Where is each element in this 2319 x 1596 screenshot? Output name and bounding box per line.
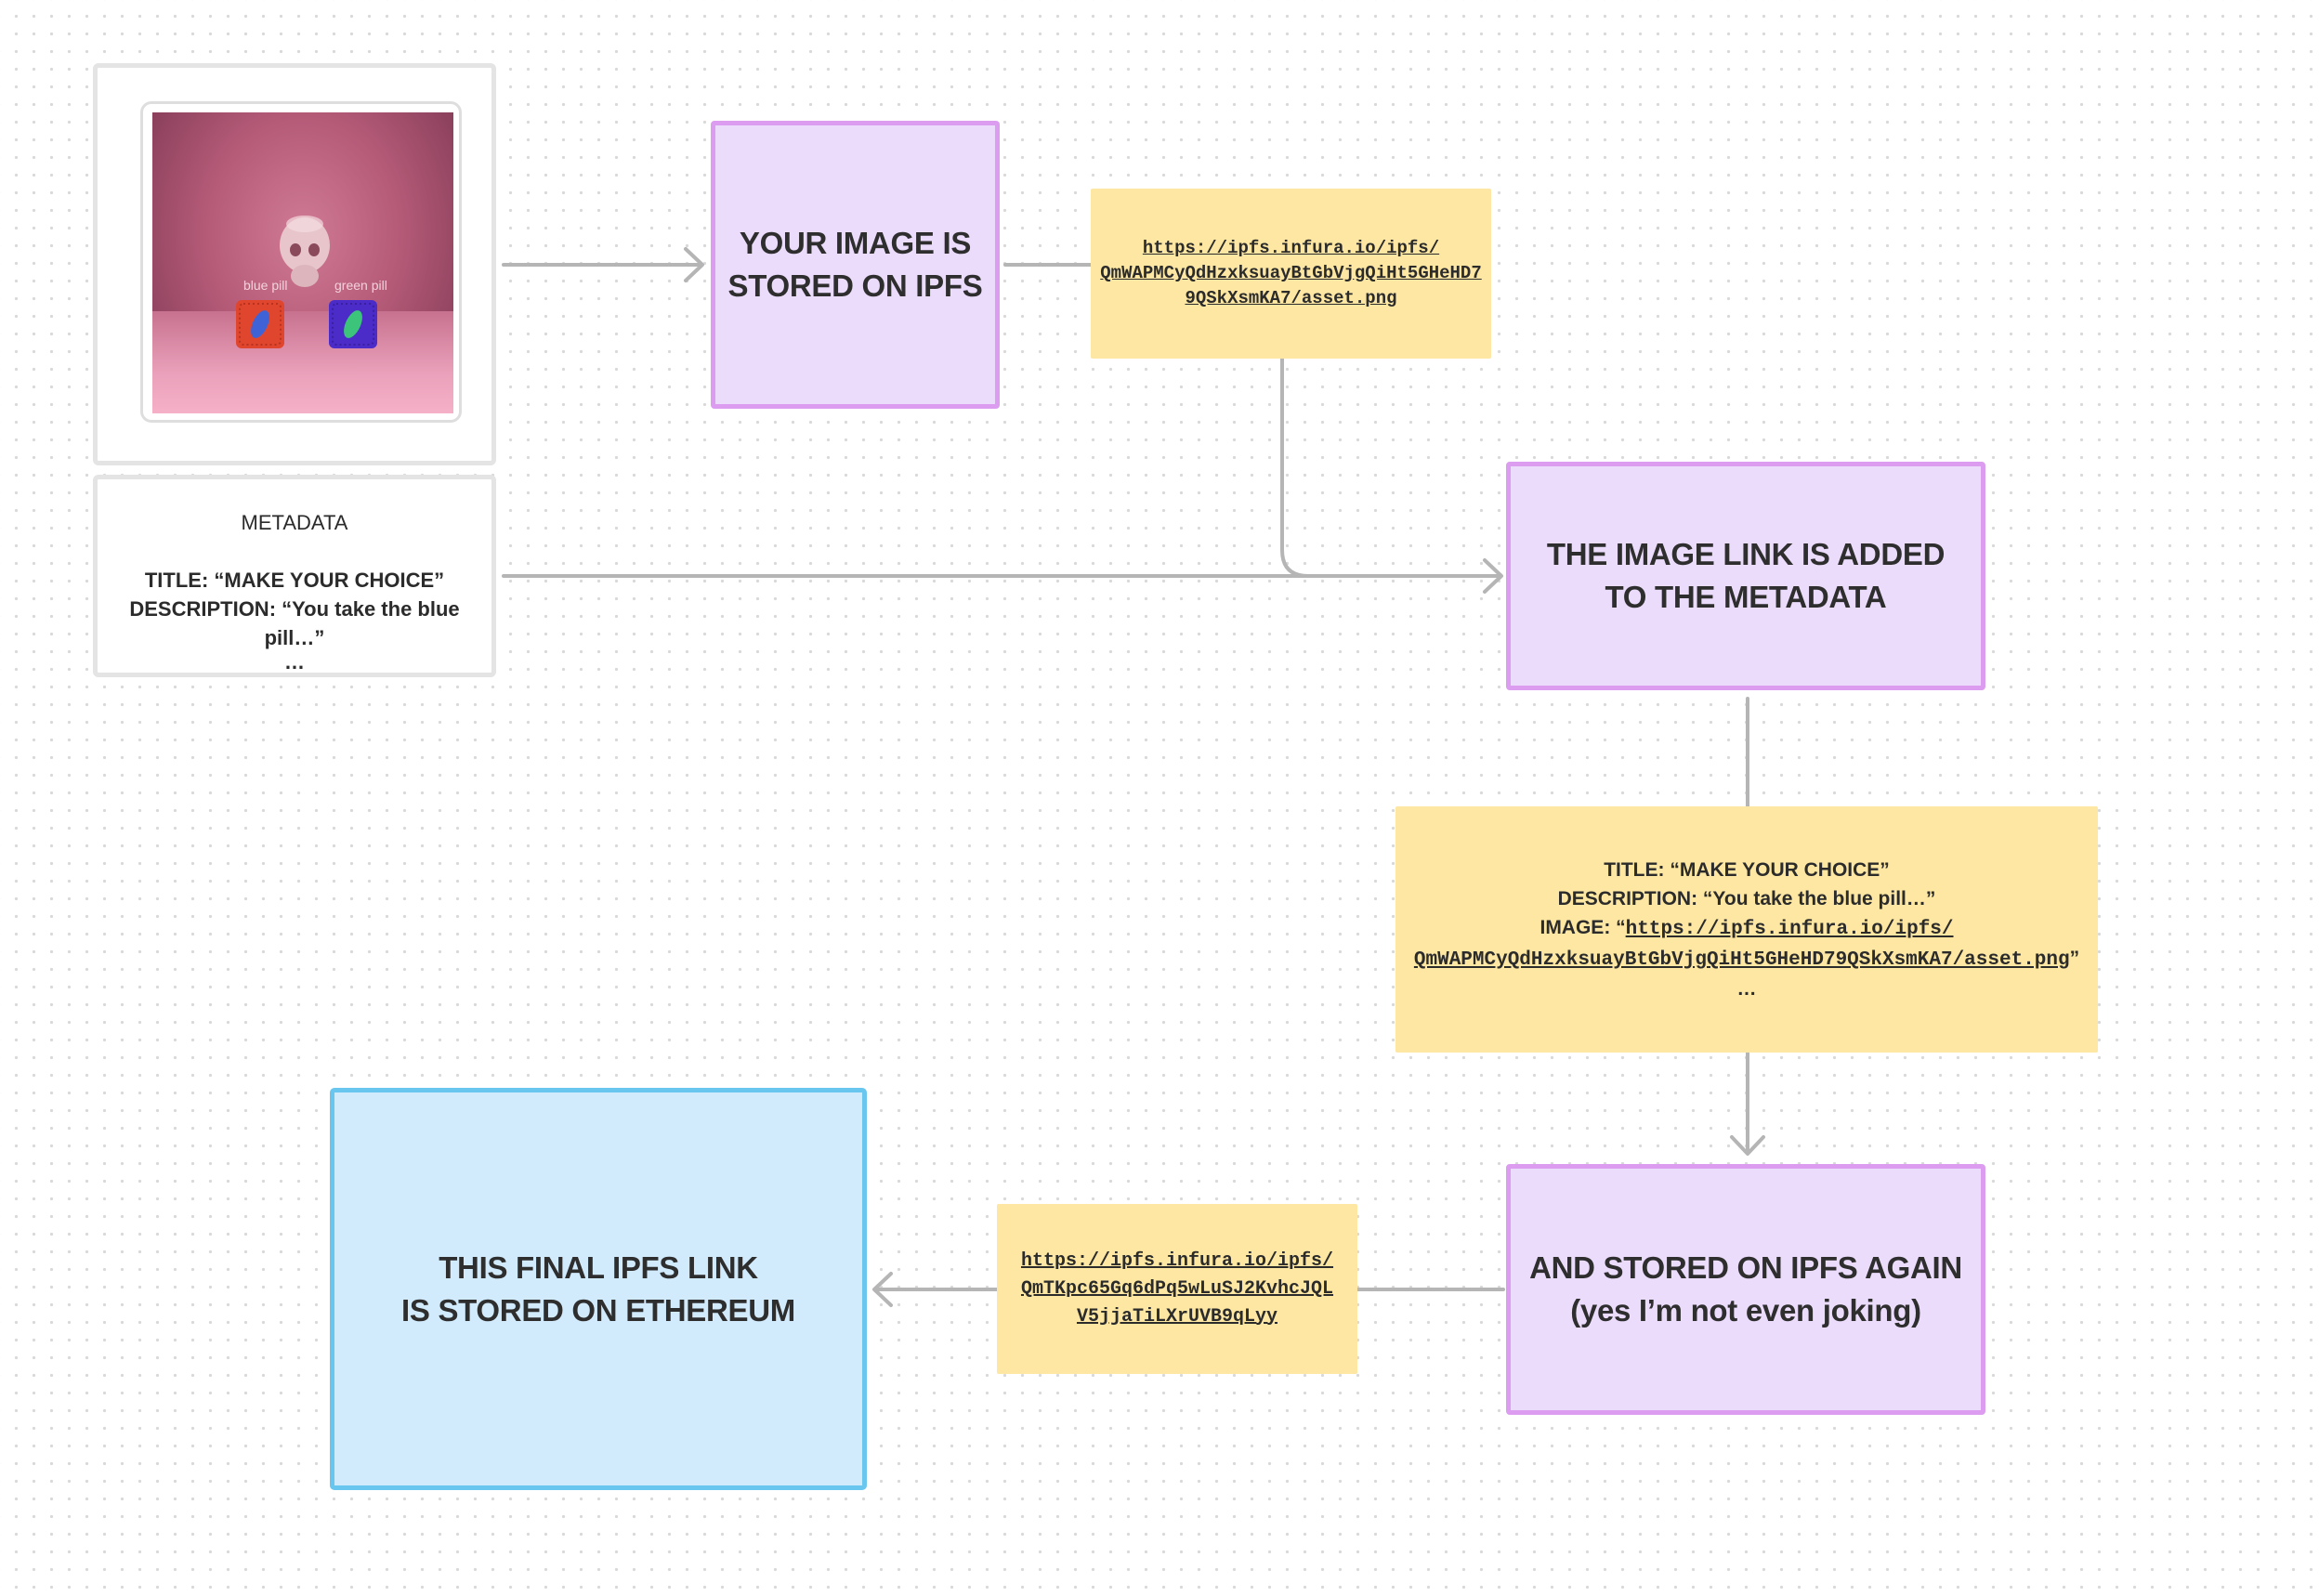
full-metadata-image-line1: IMAGE: “https://ipfs.infura.io/ipfs/: [1414, 913, 2079, 944]
nft-image-card[interactable]: blue pill green pill: [93, 63, 496, 465]
step-link-added-to-metadata[interactable]: THE IMAGE LINK IS ADDED TO THE METADATA: [1506, 462, 1985, 690]
artwork-floor: [152, 311, 453, 413]
final-link-note[interactable]: https://ipfs.infura.io/ipfs/ QmTKpc65Gq6…: [997, 1204, 1357, 1374]
step-stored-on-ipfs-again[interactable]: AND STORED ON IPFS AGAIN (yes I’m not ev…: [1506, 1164, 1985, 1415]
image-suffix: ”: [2069, 948, 2080, 969]
step-stored-again-line1: AND STORED ON IPFS AGAIN: [1529, 1250, 1962, 1285]
step-ethereum-line2: IS STORED ON ETHEREUM: [401, 1292, 795, 1328]
step-link-added-line2: TO THE METADATA: [1605, 580, 1887, 614]
green-pill-label: green pill: [334, 278, 387, 293]
full-metadata-title: TITLE: “MAKE YOUR CHOICE”: [1604, 859, 1890, 881]
final-link-line2[interactable]: QmTKpc65Gq6dPq5wLuSJ2KvhcJQL: [1020, 1277, 1334, 1300]
full-metadata-note[interactable]: TITLE: “MAKE YOUR CHOICE” DESCRIPTION: “…: [1395, 806, 2098, 1053]
arrowhead-stored-again: [1730, 1135, 1765, 1156]
full-metadata-description: DESCRIPTION: “You take the blue pill…”: [1557, 888, 1936, 909]
arrowhead-ipfs: [684, 247, 704, 282]
step-ethereum-line1: THIS FINAL IPFS LINK: [439, 1249, 758, 1285]
metadata-heading: METADATA: [241, 511, 348, 534]
red-pill-box-icon: [236, 300, 284, 348]
final-link-line1[interactable]: https://ipfs.infura.io/ipfs/: [1020, 1249, 1334, 1272]
metadata-card[interactable]: METADATA TITLE: “MAKE YOUR CHOICE” DESCR…: [93, 475, 496, 677]
full-metadata-image-line2: QmWAPMCyQdHzxksuayBtGbVjgQiHt5GHeHD79QSk…: [1414, 944, 2079, 975]
image-link-line1[interactable]: https://ipfs.infura.io/ipfs/: [1142, 238, 1440, 258]
artwork-frame: blue pill green pill: [140, 101, 462, 423]
step-stored-on-ethereum[interactable]: THIS FINAL IPFS LINK IS STORED ON ETHERE…: [330, 1088, 867, 1490]
blue-pill-label: blue pill: [243, 278, 288, 293]
skull-icon: [280, 216, 330, 287]
blue-pill-box-icon: [329, 300, 377, 348]
final-link-line3[interactable]: V5jjaTiLXrUVB9qLyy: [1076, 1305, 1278, 1328]
skull-with-pills-artwork: blue pill green pill: [152, 112, 453, 413]
image-link-note[interactable]: https://ipfs.infura.io/ipfs/ QmWAPMCyQdH…: [1091, 189, 1491, 359]
metadata-description: DESCRIPTION: “You take the blue pill…”: [129, 597, 460, 649]
image-link-line2[interactable]: QmWAPMCyQdHzxksuayBtGbVjgQiHt5GHeHD7: [1100, 263, 1482, 283]
step-image-stored-on-ipfs[interactable]: YOUR IMAGE IS STORED ON IPFS: [711, 121, 1000, 409]
metadata-ellipsis: …: [284, 650, 305, 674]
image-url-part1[interactable]: https://ipfs.infura.io/ipfs/: [1625, 919, 1954, 940]
step-ipfs-line1: YOUR IMAGE IS: [739, 226, 972, 260]
metadata-title: TITLE: “MAKE YOUR CHOICE”: [144, 569, 445, 592]
step-link-added-line1: THE IMAGE LINK IS ADDED: [1546, 537, 1946, 571]
image-prefix: IMAGE: “: [1539, 917, 1626, 938]
connector-link-note-down: [1280, 357, 1498, 578]
step-ipfs-line2: STORED ON IPFS: [727, 268, 983, 303]
image-link-line3[interactable]: 9QSkXsmKA7/asset.png: [1185, 288, 1397, 308]
arrowhead-ethereum: [872, 1272, 893, 1307]
image-url-part2[interactable]: QmWAPMCyQdHzxksuayBtGbVjgQiHt5GHeHD79QSk…: [1413, 949, 2070, 971]
full-metadata-ellipsis: …: [1736, 978, 1757, 1000]
step-stored-again-line2: (yes I’m not even joking): [1570, 1293, 1921, 1328]
arrowhead-link-added: [1483, 558, 1503, 594]
